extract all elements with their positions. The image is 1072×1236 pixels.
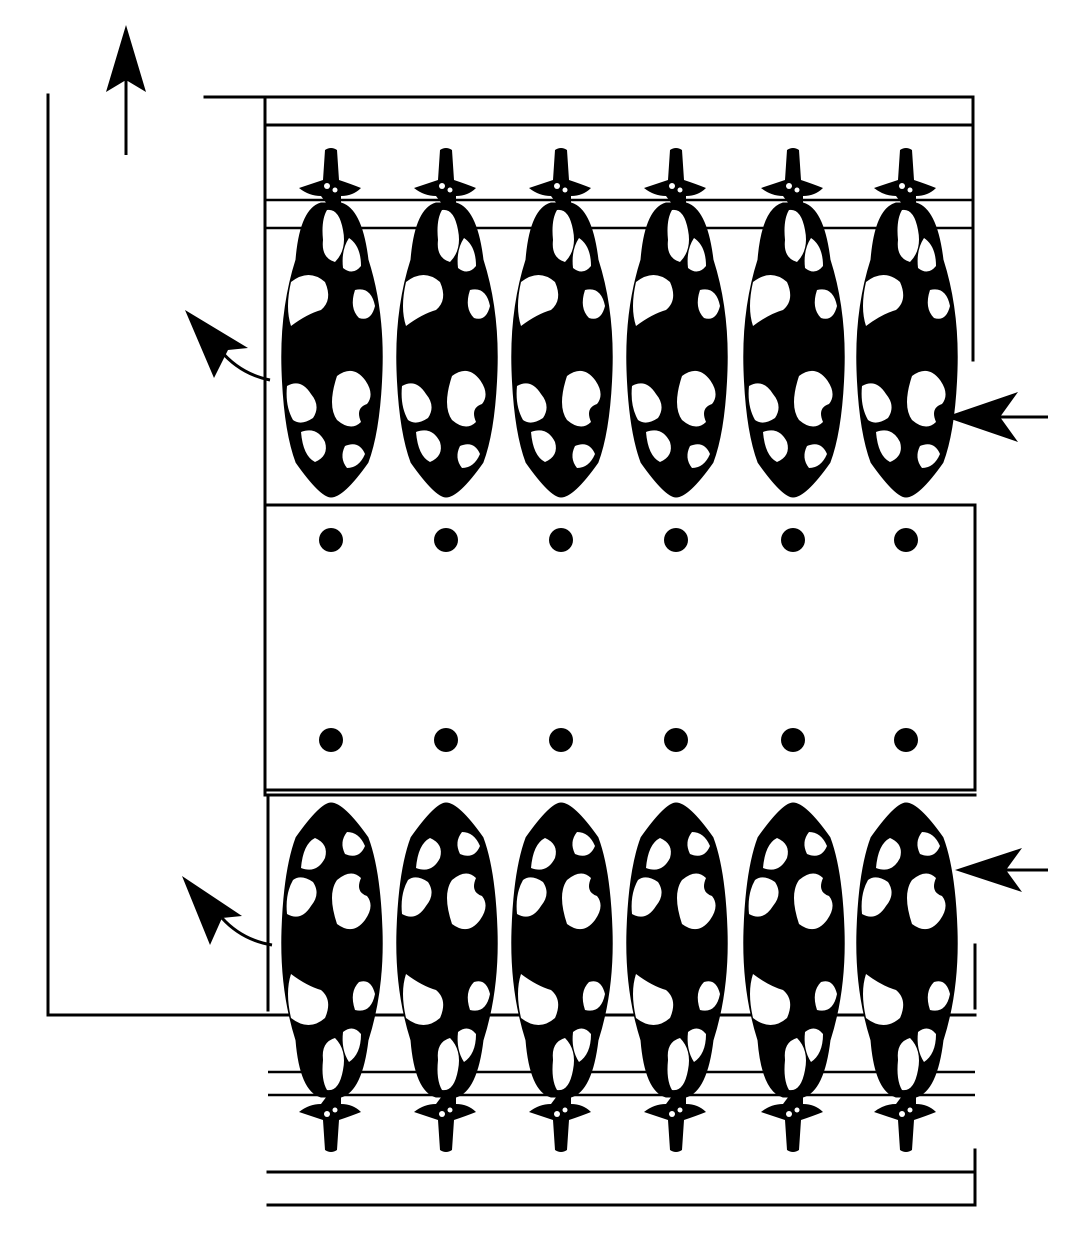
post-dot-icon <box>549 728 573 752</box>
bottom-entry-arrow-left-icon <box>955 848 1048 892</box>
post-dot-icon <box>664 528 688 552</box>
post-dot-icon <box>319 728 343 752</box>
bottom-leave-arrow-curved-out-icon <box>182 876 273 947</box>
cow-icon-bottom-5 <box>745 804 843 1152</box>
post-dot-icon <box>434 528 458 552</box>
cow-icon-bottom-6 <box>858 804 956 1152</box>
top-stall-block <box>203 95 977 507</box>
top-leave-arrow-curved-out-icon <box>185 310 271 382</box>
post-dot-icon <box>664 728 688 752</box>
exit-arrow-up-icon <box>106 25 146 155</box>
cow-icon-bottom-4 <box>628 804 726 1152</box>
post-dot-icon <box>319 528 343 552</box>
bottom-cow-row <box>283 804 956 1152</box>
post-rows <box>319 528 918 752</box>
operator-pit <box>263 503 977 797</box>
bottom-stall-block <box>266 793 977 1207</box>
post-dot-icon <box>549 528 573 552</box>
post-dot-icon <box>781 728 805 752</box>
post-dot-icon <box>781 528 805 552</box>
post-dot-icon <box>894 528 918 552</box>
post-dot-icon <box>894 728 918 752</box>
cow-icon-bottom-2 <box>398 804 496 1152</box>
cow-icon-bottom-3 <box>513 804 611 1152</box>
cow-icon-bottom-1 <box>283 804 381 1152</box>
top-entry-arrow-left-icon <box>945 392 1048 442</box>
post-dot-icon <box>434 728 458 752</box>
